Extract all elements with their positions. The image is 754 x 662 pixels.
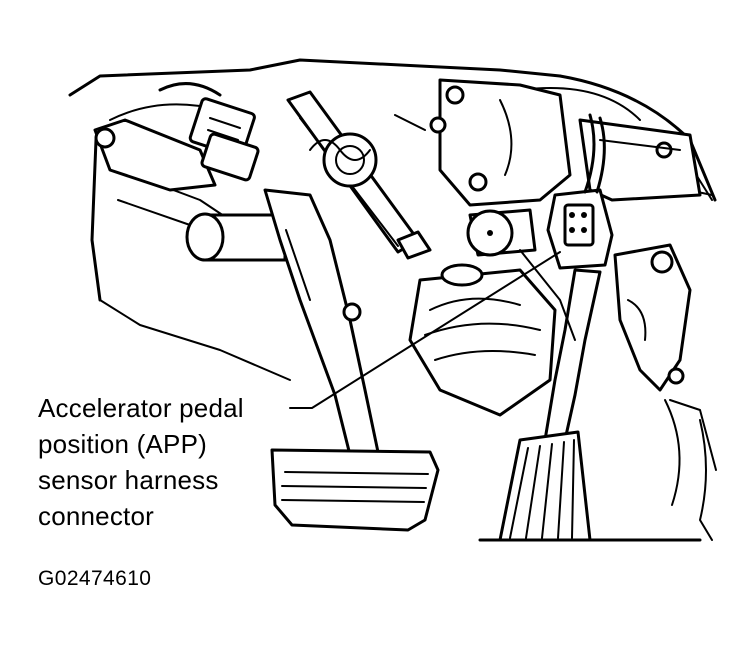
- callout-label: Accelerator pedal position (APP) sensor …: [38, 390, 298, 534]
- upper-bracket: [93, 118, 217, 192]
- app-sensor-connector: [546, 113, 614, 270]
- lower-housing: [342, 263, 557, 417]
- pivot-tube: [185, 212, 287, 262]
- callout-line-4: connector: [38, 501, 154, 531]
- center-boss: [309, 132, 378, 188]
- callout-line-1: Accelerator pedal: [38, 393, 244, 423]
- floor-edge: [478, 399, 717, 542]
- callout-leader-line: [289, 251, 561, 409]
- figure-id: G02474610: [38, 567, 152, 590]
- callout-line-3: sensor harness: [38, 465, 219, 495]
- upper-connector-cluster: [158, 82, 260, 182]
- accelerator-pedal-pad: [498, 430, 592, 542]
- callout-line-2: position (APP): [38, 429, 207, 459]
- upper-right-casting: [394, 78, 572, 207]
- cylinder-end: [466, 208, 537, 257]
- right-bracket: [613, 243, 692, 392]
- brake-pedal-pad: [270, 448, 440, 532]
